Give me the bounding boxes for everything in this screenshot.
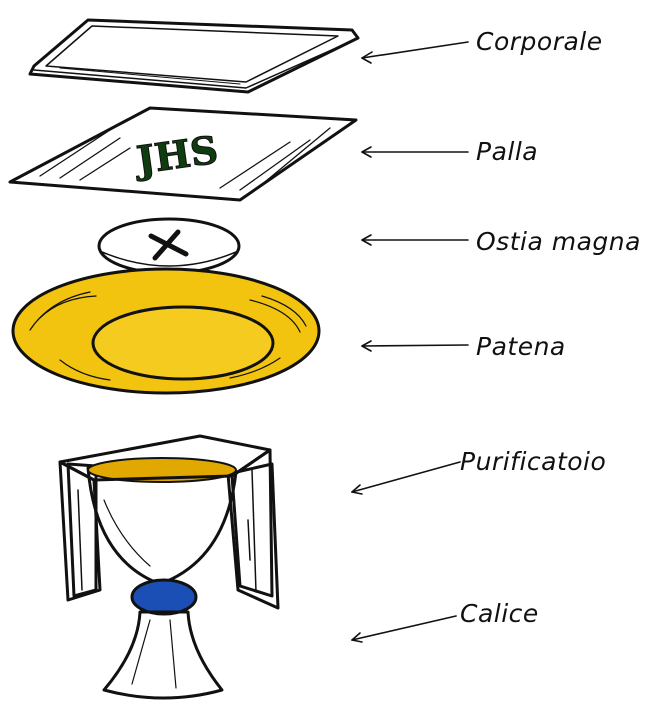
label-calice: Calice — [460, 599, 539, 628]
label-ostia-magna: Ostia magna — [476, 227, 641, 256]
label-purificatoio: Purificatoio — [460, 447, 606, 476]
arrow-ostia — [361, 234, 469, 246]
corporale-illustration — [28, 18, 360, 94]
arrow-patena — [361, 340, 469, 352]
label-patena: Patena — [476, 332, 566, 361]
ostia-magna-illustration — [97, 217, 241, 275]
arrow-corporale — [361, 41, 469, 64]
arrow-calice — [351, 615, 457, 643]
arrow-palla — [361, 146, 469, 158]
label-palla: Palla — [476, 137, 538, 166]
arrow-purificatoio — [351, 461, 461, 495]
patena-illustration — [11, 267, 321, 395]
label-corporale: Corporale — [476, 27, 603, 56]
palla-monogram: JHS — [131, 127, 221, 183]
pointer-arrows — [351, 41, 469, 643]
calice-node — [130, 578, 198, 616]
palla-illustration: JHS — [8, 106, 358, 202]
calice-illustration — [58, 434, 280, 700]
